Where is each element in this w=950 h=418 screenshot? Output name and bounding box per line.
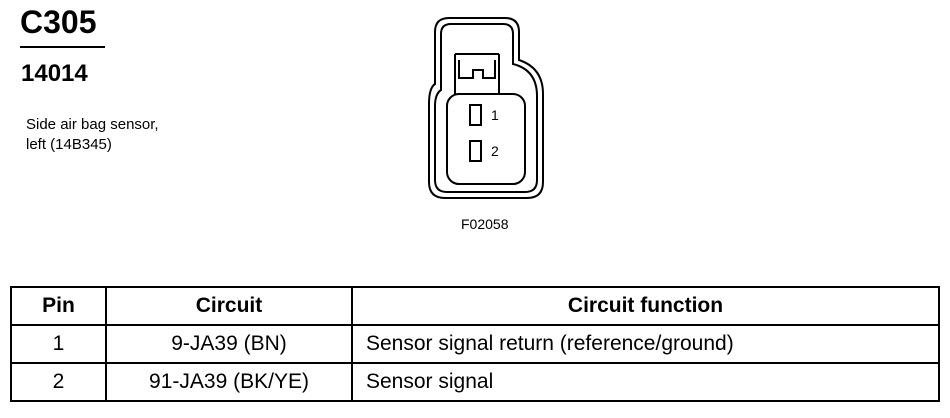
pin-cell: 1 — [10, 324, 107, 364]
pin-2-label: 2 — [491, 143, 499, 159]
pinout-table: Pin Circuit Circuit function 1 9-JA39 (B… — [10, 286, 940, 402]
circuit-cell: 9-JA39 (BN) — [105, 324, 353, 364]
connector-housing-inner — [434, 23, 538, 193]
table-row: 1 9-JA39 (BN) Sensor signal return (refe… — [10, 324, 940, 364]
connector-id: C305 — [20, 4, 97, 40]
figure-id: F02058 — [461, 216, 509, 232]
description-line-2: left (14B345) — [26, 136, 112, 153]
header-pin: Pin — [10, 286, 107, 326]
pin-1-label: 1 — [491, 107, 499, 123]
locking-tab-notch — [458, 60, 496, 79]
function-cell: Sensor signal — [351, 362, 940, 402]
table-row: 2 91-JA39 (BK/YE) Sensor signal — [10, 362, 940, 402]
pin-1-slot — [469, 104, 482, 126]
header-circuit: Circuit — [105, 286, 353, 326]
title-underline — [20, 46, 105, 48]
pin-cell: 2 — [10, 362, 107, 402]
table-header-row: Pin Circuit Circuit function — [10, 286, 940, 326]
header-circuit-function: Circuit function — [351, 286, 940, 326]
connector-face-diagram: 1 2 — [428, 17, 544, 199]
description-line-1: Side air bag sensor, — [26, 116, 159, 133]
locking-tab — [454, 53, 500, 94]
circuit-cell: 91-JA39 (BK/YE) — [105, 362, 353, 402]
connector-description: Side air bag sensor, left (14B345) — [26, 115, 226, 155]
connector-number: 14014 — [21, 60, 88, 87]
connector-housing-outer — [428, 17, 544, 199]
terminal-cavity-body — [446, 93, 526, 185]
pin-2-slot — [469, 140, 482, 162]
function-cell: Sensor signal return (reference/ground) — [351, 324, 940, 364]
